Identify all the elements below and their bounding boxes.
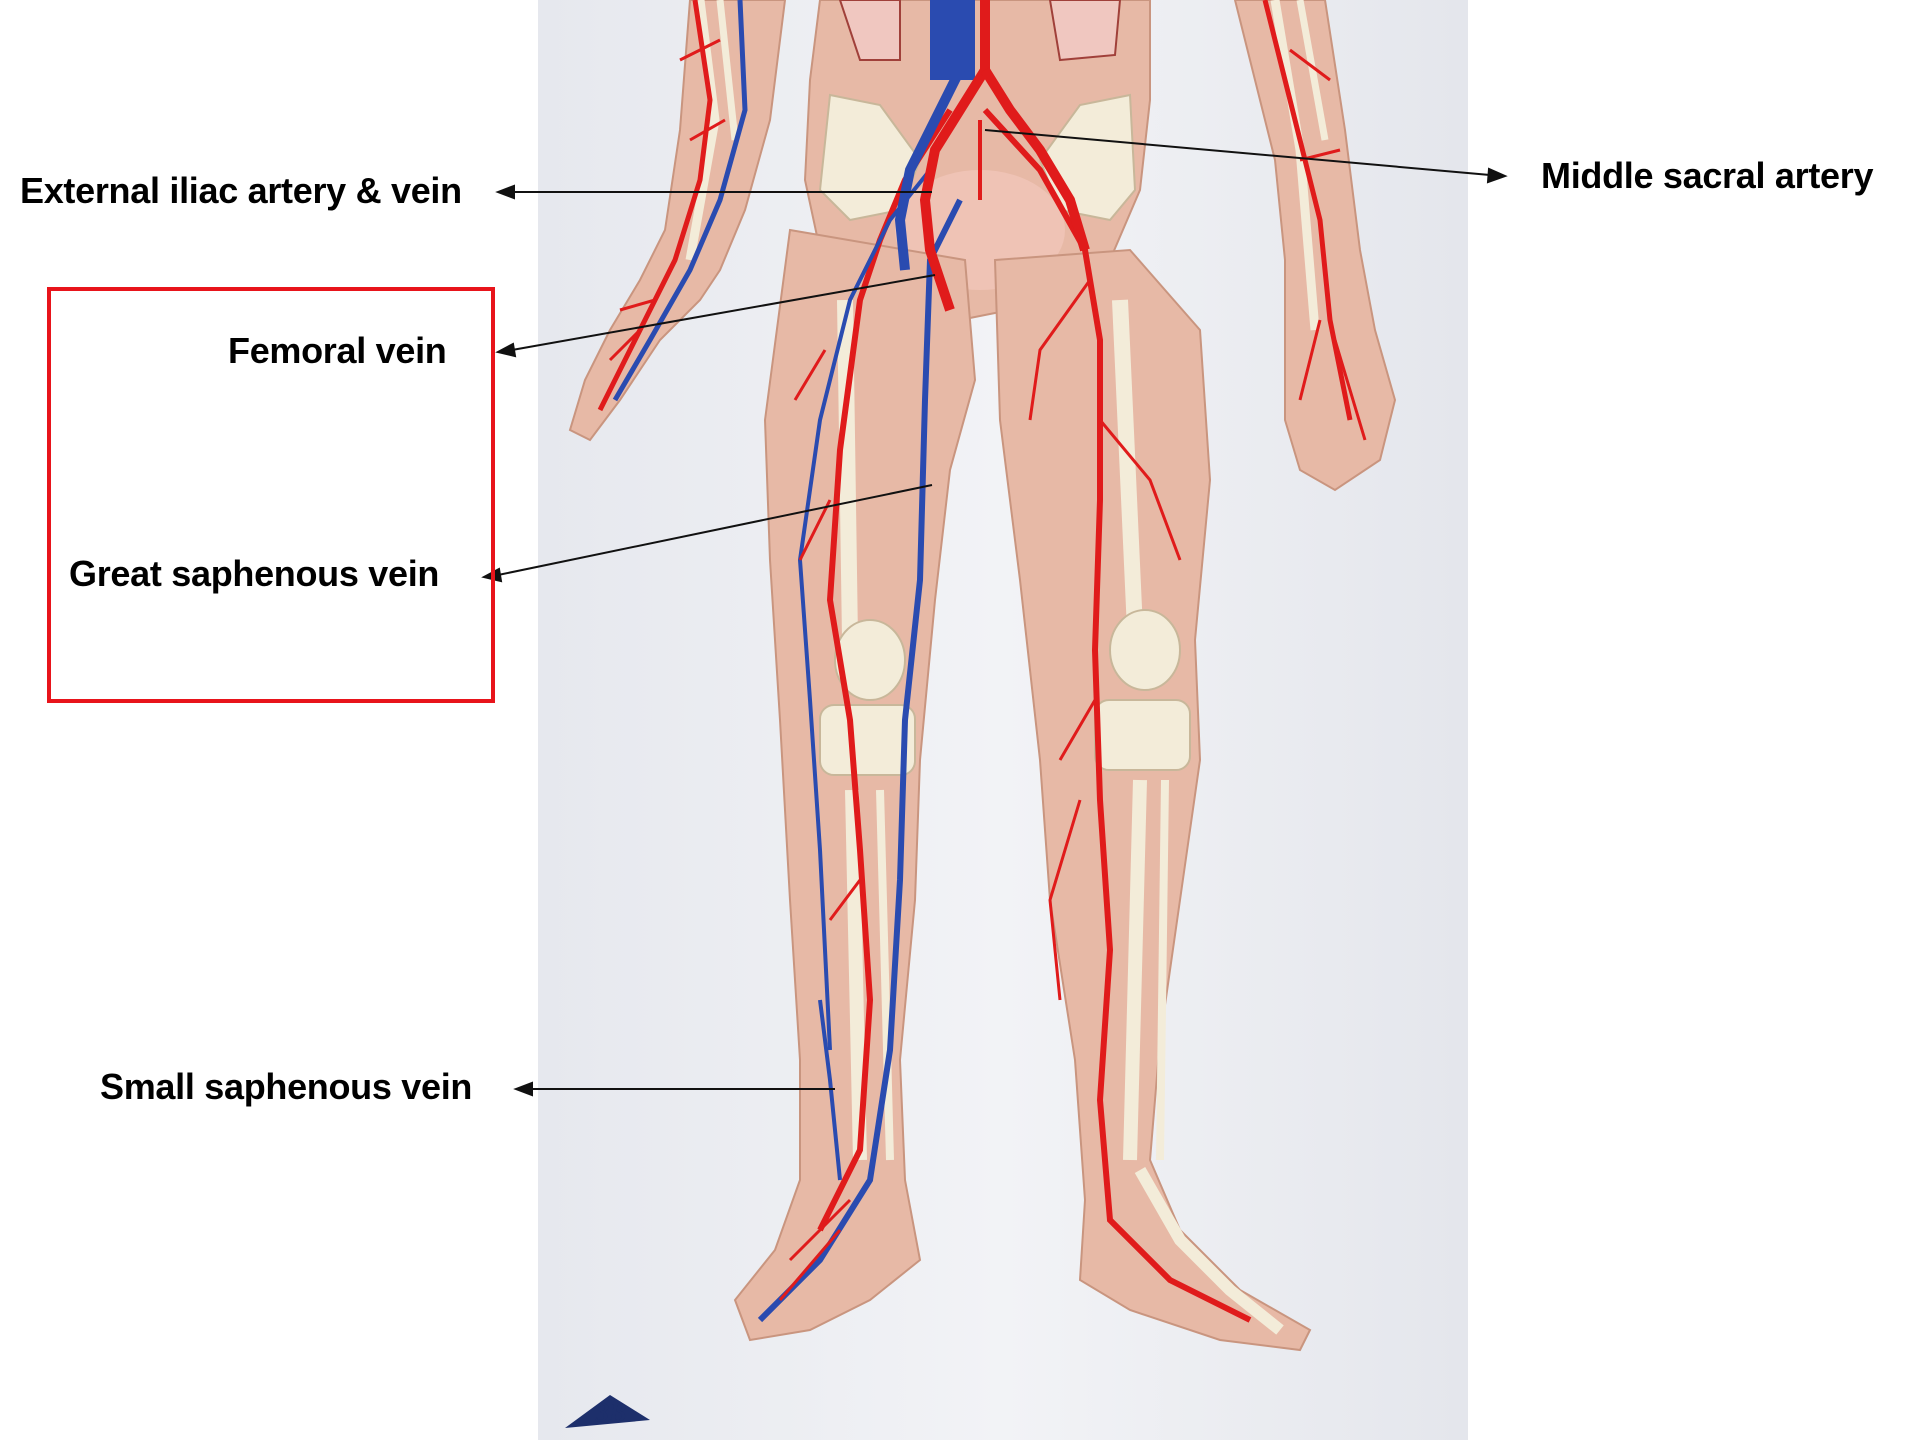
arrowhead-middle-sacral bbox=[1488, 169, 1505, 182]
label-small-saphenous-vein: Small saphenous vein bbox=[100, 1066, 472, 1108]
label-external-iliac: External iliac artery & vein bbox=[20, 170, 462, 212]
label-femoral-vein: Femoral vein bbox=[228, 330, 446, 372]
logo-text: 3B bbox=[596, 1398, 626, 1428]
arrowhead-external-iliac bbox=[498, 186, 514, 198]
arrowhead-femoral-vein bbox=[498, 344, 515, 356]
arrowhead-small-saphenous bbox=[516, 1083, 532, 1095]
label-middle-sacral-artery: Middle sacral artery bbox=[1541, 155, 1873, 197]
label-great-saphenous-vein: Great saphenous vein bbox=[69, 553, 439, 595]
